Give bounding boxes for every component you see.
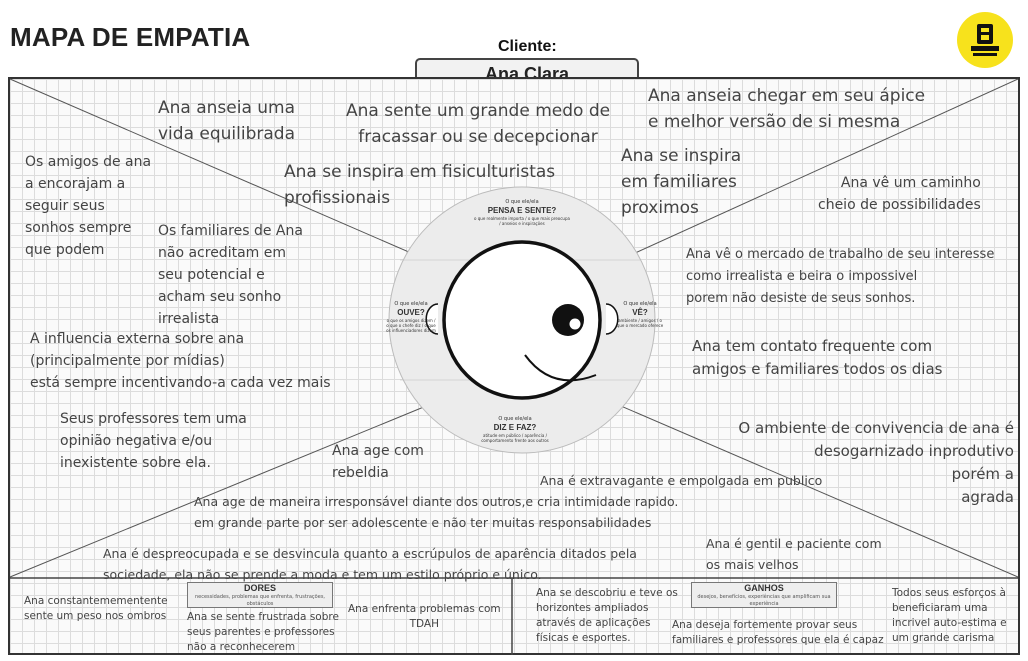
page-title: MAPA DE EMPATIA	[10, 22, 251, 52]
zone-label-diz-e-faz: O que ele/ela DIZ E FAZ? atitude em públ…	[481, 416, 549, 443]
sticky-note[interactable]: Ana vê um caminho cheio de possibilidade…	[818, 175, 981, 213]
dores-header: DORES necessidades, problemas que enfren…	[187, 582, 333, 608]
sticky-note[interactable]: Ana vê o mercado de trabalho de seu inte…	[686, 247, 995, 306]
sticky-note[interactable]: A influencia externa sobre ana (principa…	[30, 331, 331, 391]
zone-label-ve: O que ele/ela VÊ? ambiente / amigos / o …	[616, 301, 664, 328]
sticky-note[interactable]: Ana age de maneira irresponsável diante …	[194, 494, 679, 530]
sticky-note[interactable]: Ana sente um grande medo de fracassar ou…	[346, 101, 611, 147]
sticky-note[interactable]: Ana tem contato frequente com amigos e f…	[692, 337, 943, 378]
sticky-note[interactable]: Ana age com rebeldia	[332, 443, 424, 481]
sticky-note[interactable]: Ana se inspira em fisiculturistas profis…	[284, 162, 556, 208]
gain-note[interactable]: Ana se descobriu e teve os horizontes am…	[536, 587, 678, 644]
zone-label-pensa-e-sente: O que ele/ela PENSA E SENTE? o que realm…	[474, 199, 570, 226]
sticky-note[interactable]: Os amigos de ana a encorajam a seguir se…	[25, 154, 152, 258]
sticky-note[interactable]: Ana se inspira em familiares proximos	[621, 146, 742, 218]
sticky-note[interactable]: Ana é extravagante e empolgada em public…	[540, 473, 823, 488]
pain-note[interactable]: Ana enfrenta problemas com TDAH	[348, 603, 501, 630]
sticky-note[interactable]: Ana anseia uma vida equilibrada	[158, 98, 296, 144]
ganhos-header: GANHOS desejos, benefícios, experiências…	[691, 582, 837, 608]
gain-note[interactable]: Ana deseja fortemente provar seus famili…	[672, 619, 884, 646]
eye-icon	[552, 304, 584, 336]
sticky-note[interactable]: Ana anseia chegar em seu ápice e melhor …	[648, 86, 926, 132]
sticky-note[interactable]: Seus professores tem uma opinião negativ…	[60, 411, 247, 471]
sticky-note[interactable]: Ana é gentil e paciente com os mais velh…	[706, 536, 882, 572]
gain-note[interactable]: Todos seus esforços à beneficiaram uma i…	[892, 587, 1007, 644]
sticky-note[interactable]: Os familiares de Ana não acreditam em se…	[158, 223, 303, 327]
client-label: Cliente:	[498, 38, 557, 55]
zone-label-ouve: O que ele/ela OUVE? o que os amigos dize…	[386, 301, 436, 333]
academy-logo-icon	[957, 12, 1013, 68]
sticky-note[interactable]: Ana é despreocupada e se desvincula quan…	[103, 546, 637, 582]
sticky-note[interactable]: O ambiente de convivencia de ana é desog…	[738, 419, 1014, 506]
pain-note[interactable]: Ana constantemementente sente um peso no…	[24, 595, 168, 622]
pain-note[interactable]: Ana se sente frustrada sobre seus parent…	[187, 611, 339, 653]
